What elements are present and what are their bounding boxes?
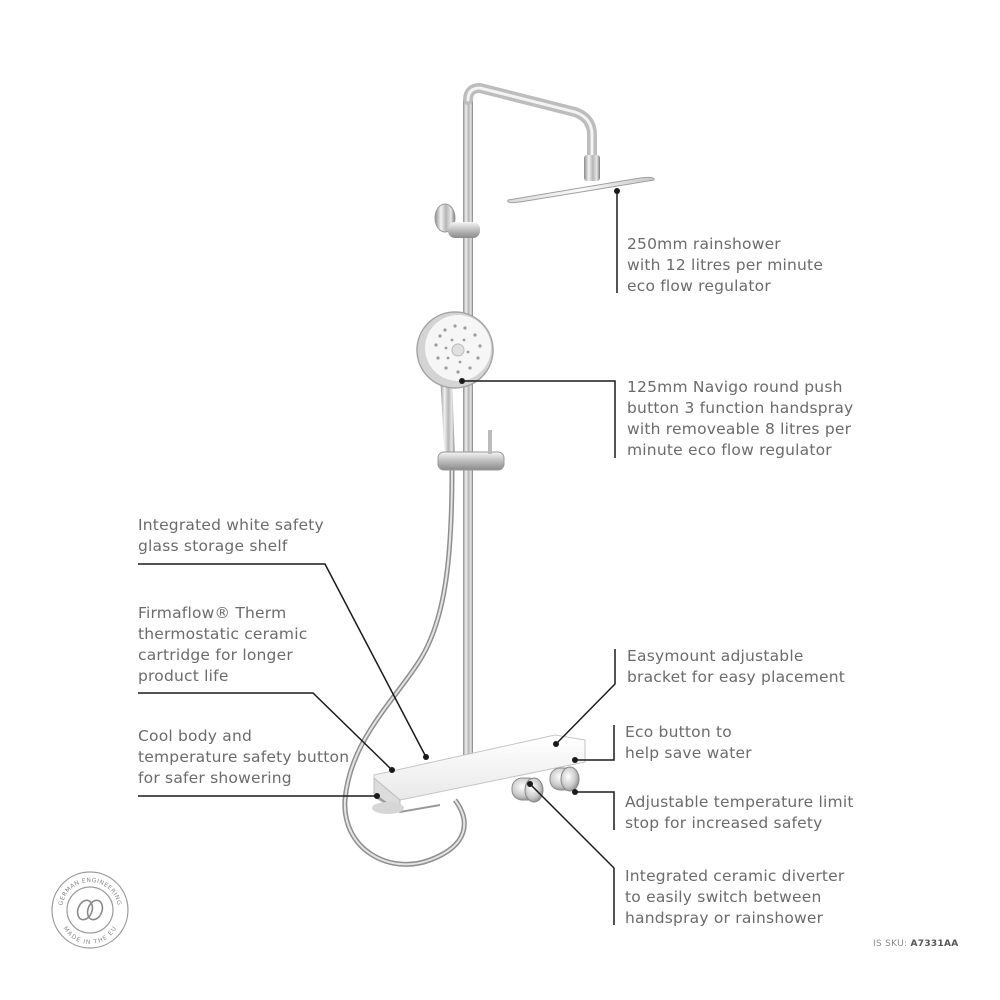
leader-lines [138, 191, 618, 925]
riser-rail [463, 82, 597, 760]
sku-label: IS SKU: A7331AA [873, 939, 959, 949]
sku-value: A7331AA [910, 939, 959, 949]
interlocking-rings-icon [76, 899, 104, 921]
callout-eco-button: Eco button to help save water [625, 723, 752, 762]
handspray-slider [437, 430, 505, 471]
callout-rainshower: 250mm rainshower with 12 litres per minu… [627, 235, 824, 295]
callout-handspray: 125mm Navigo round push button 3 functio… [627, 378, 854, 459]
callout-easymount: Easymount adjustable bracket for easy pl… [627, 647, 846, 686]
thermostat-shelf [372, 734, 586, 814]
callout-cartridge: Firmaflow® Therm thermostatic ceramic ca… [138, 604, 308, 685]
rainshower-head [507, 155, 655, 204]
callout-cool-body: Cool body and temperature safety button … [138, 727, 350, 787]
wall-bracket [434, 203, 480, 238]
callout-diverter: Integrated ceramic diverter to easily sw… [625, 867, 845, 927]
callout-temp-limit: Adjustable temperature limit stop for in… [625, 793, 854, 832]
shower-hose [342, 469, 467, 867]
diverter-knob [511, 777, 544, 803]
german-engineering-badge: GERMAN ENGINEERING MADE IN THE EU [51, 871, 129, 949]
handspray [416, 311, 494, 462]
callout-shelf: Integrated white safety glass storage sh… [138, 516, 324, 555]
leader-dots [374, 188, 620, 799]
sku-prefix: IS SKU: [873, 939, 908, 949]
temperature-knob [549, 766, 580, 792]
